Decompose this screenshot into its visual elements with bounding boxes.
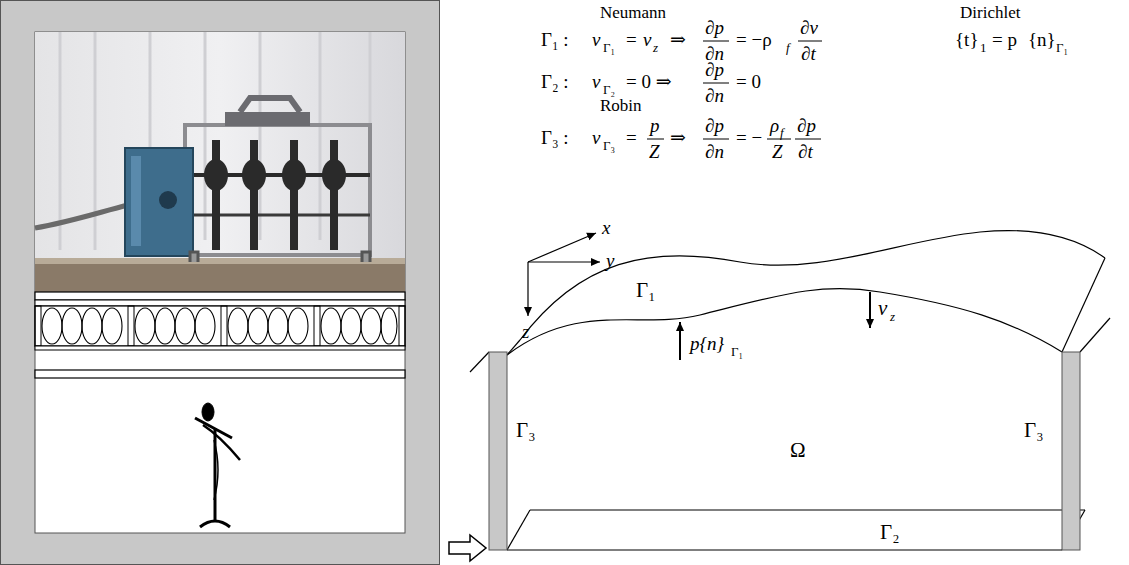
fraction-numerator: ρ: [770, 116, 779, 135]
fraction-denominator: Z: [649, 142, 660, 161]
fraction-denominator: ∂t: [801, 44, 816, 63]
pressure-label: p{n}: [690, 334, 724, 353]
fraction-denominator: ∂t: [798, 142, 813, 161]
boundary-name: Γ₃ :: [541, 128, 569, 147]
boundary-label: Γ₃: [1024, 420, 1043, 441]
formula-term: = 0 ⇒: [626, 72, 672, 91]
room-frame: [1, 1, 440, 565]
formula-subscript: 1: [980, 41, 987, 54]
fluid-domain: [470, 231, 1110, 550]
fraction-denominator: ∂n: [705, 142, 724, 161]
formula-subscript: z: [653, 41, 658, 54]
formula-term: v: [592, 128, 600, 147]
formula-term: v: [592, 30, 600, 49]
axis-label: x: [602, 218, 610, 237]
axis-label: z: [522, 322, 529, 341]
formula-term: {t}: [955, 30, 979, 49]
formula-subscript: f: [780, 126, 784, 139]
formula-term: = p: [992, 30, 1017, 49]
fraction-numerator: ∂p: [705, 60, 724, 79]
velocity-label: v: [878, 298, 887, 319]
tapping-machine-photo: [35, 32, 405, 292]
boundary-arrows: [680, 292, 870, 360]
formula-term: v: [592, 72, 600, 91]
formula-term: = −: [736, 128, 762, 147]
formula-term: {n}: [1028, 30, 1056, 49]
boundary-label: Γ₂: [880, 522, 899, 543]
section-heading: Dirichlet: [960, 4, 1020, 21]
fraction-numerator: ∂p: [705, 18, 724, 37]
axis-label: y: [606, 251, 614, 270]
formula-term: =: [626, 128, 637, 147]
domain-label: Ω: [790, 440, 806, 461]
formula-term: ⇒: [670, 30, 686, 49]
formula-subscript: Γ₃: [603, 139, 615, 152]
formula-subscript: Γ₁: [1056, 41, 1068, 54]
formula-term: ⇒: [670, 128, 686, 147]
velocity-subscript: z: [890, 310, 895, 323]
fraction-numerator: ∂p: [705, 116, 724, 135]
fraction-bars: [647, 41, 822, 139]
floor-section: [35, 292, 405, 378]
section-heading: Robin: [600, 97, 642, 114]
boundary-name: Γ₂ :: [541, 72, 569, 91]
fraction-numerator: ∂v: [800, 18, 818, 37]
formula-term: = −ρ: [736, 30, 772, 49]
formula-subscript: Γ₁: [603, 41, 615, 54]
formula-subscript: Γ₂: [603, 83, 615, 96]
absorbing-walls: [489, 352, 1080, 550]
fraction-denominator: Z: [772, 142, 783, 161]
formula-subscript: f: [786, 41, 790, 54]
microphone-stand: [195, 403, 240, 527]
fraction-denominator: ∂n: [705, 86, 724, 105]
formula-term: v: [643, 30, 651, 49]
boundary-name: Γ₁ :: [541, 30, 569, 49]
formula-term: = 0: [736, 72, 761, 91]
boundary-label: Γ₁: [636, 280, 655, 301]
section-heading: Neumann: [600, 4, 666, 21]
fraction-numerator: ∂p: [797, 116, 816, 135]
transition-arrow: [449, 535, 486, 561]
pressure-subscript: Γ₁: [731, 345, 743, 358]
fraction-numerator: p: [650, 116, 660, 135]
boundary-label: Γ₃: [516, 420, 535, 441]
formula-term: =: [626, 30, 637, 49]
coordinate-axes: [528, 233, 600, 316]
